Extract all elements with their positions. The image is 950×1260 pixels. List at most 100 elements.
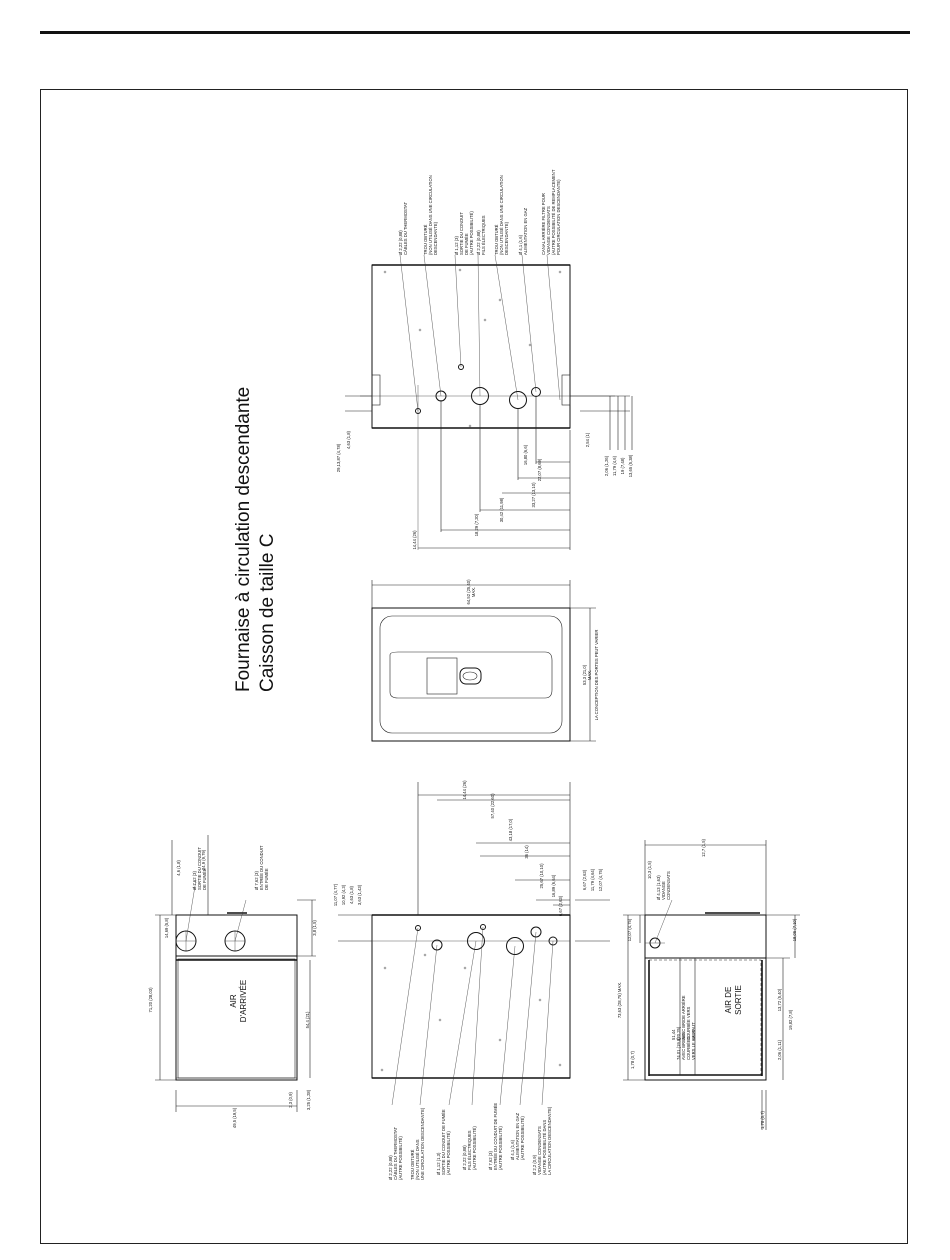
rs-callout-2: TROU OBTURÉ (NON UTILISÉ DANS UNE CIRCUL… xyxy=(410,1107,425,1180)
inlet-dim-height: 71,20 (28,03) xyxy=(148,987,153,1013)
outlet-view: AIR DE SORTIE 73,63 (28,75) MAX. 12,07 (… xyxy=(617,838,800,1130)
outlet-opening xyxy=(648,959,762,1076)
svg-text:FILS ÉLECTRIQUES: FILS ÉLECTRIQUES xyxy=(467,1130,472,1170)
rs-callout-6: Ø 4,1 (1,6) ALIMENTATION EN GAZ (AUTRE P… xyxy=(510,1112,525,1160)
svg-text:SORTIE: SORTIE xyxy=(734,985,743,1015)
svg-text:ALIMENTATION EN GAZ: ALIMENTATION EN GAZ xyxy=(523,207,528,255)
outlet-dim-flange: 1,78 (0,7) xyxy=(760,1110,765,1129)
svg-text:COURBÉES: COURBÉES xyxy=(686,1036,691,1060)
outlet-dim-top-right: 12,7 (1,5) xyxy=(701,838,706,857)
right-side-outline xyxy=(371,914,571,1079)
rs-dim-7: 12,07 (4,75) xyxy=(598,868,603,891)
svg-text:DE FUMÉE: DE FUMÉE xyxy=(202,868,207,890)
ls-callout-1: Ø 2,22 (0,88) CÂBLES DU THERMOSTAT xyxy=(398,202,408,255)
ls-left-2: 4,63 (1,8) xyxy=(346,430,351,449)
rs-left-3: 4,63 (1,8) xyxy=(349,885,354,904)
rs-left-1: 11,07 (4,77) xyxy=(333,883,338,906)
title-block: Fournaise à circulation descendante Cais… xyxy=(233,387,278,692)
svg-text:SORTIE DU CONDUIT DE FUMÉE: SORTIE DU CONDUIT DE FUMÉE xyxy=(441,1109,446,1175)
front-window xyxy=(426,657,458,695)
svg-text:(NON UTILISÉ DANS UNE CIRCULAT: (NON UTILISÉ DANS UNE CIRCULATION xyxy=(499,175,504,255)
svg-text:(NON UTILISÉ DANS UNE CIRCULAT: (NON UTILISÉ DANS UNE CIRCULATION xyxy=(428,175,433,255)
svg-text:FILS ÉLECTRIQUES: FILS ÉLECTRIQUES xyxy=(481,215,486,255)
ls-right-3: 19 (7,48) xyxy=(620,457,625,474)
svg-text:DE FUMÉE: DE FUMÉE xyxy=(464,233,469,255)
svg-text:COURBÉE VERS: COURBÉE VERS xyxy=(686,1007,691,1040)
svg-text:Ø 7,62 (3): Ø 7,62 (3) xyxy=(254,871,259,890)
svg-text:DESCENDANTE): DESCENDANTE) xyxy=(504,221,509,255)
gas-hole xyxy=(530,926,542,938)
svg-text:AVEC BRIDES: AVEC BRIDES xyxy=(681,1032,686,1060)
svg-text:LA CIRCULATION DESCENDANTE): LA CIRCULATION DESCENDANTE) xyxy=(547,1106,552,1175)
front-door-note: LA CONCEPTION DES PORTES PEUT VARIER xyxy=(594,630,599,721)
svg-text:Ø 7,62 (3): Ø 7,62 (3) xyxy=(488,1151,493,1170)
svg-text:Ø 1,12 (1,3): Ø 1,12 (1,3) xyxy=(436,1152,441,1175)
outlet-outline xyxy=(644,914,767,1081)
thermostat-hole xyxy=(415,925,421,931)
ls-callout-4: Ø 2,22 (0,88) FILS ÉLECTRIQUES xyxy=(476,215,486,255)
svg-text:TROU OBTURÉ: TROU OBTURÉ xyxy=(494,224,499,255)
front-panel xyxy=(389,651,553,699)
rs-dim-10: 6,67 (2,63) xyxy=(558,895,563,916)
rs-dim-8: 11,79 (4,64) xyxy=(590,868,595,891)
inlet-view: AIR D'ARRIVÉE 71,20 (28,03) 49,5 (19,5) … xyxy=(148,835,317,1128)
inlet-dim-small-2: 3,25 (1,28) xyxy=(306,1089,311,1110)
ls-dim-4: 33,27 (13,10) xyxy=(531,482,536,508)
rs-dim-6: 16,89 (6,64) xyxy=(551,874,556,897)
inlet-dim-width: 49,5 (19,5) xyxy=(232,1107,237,1128)
svg-text:(AUTRE POSSIBILITÉ DANS: (AUTRE POSSIBILITÉ DANS xyxy=(542,1120,547,1175)
svg-text:ENTRÉE DU CONDUIT: ENTRÉE DU CONDUIT xyxy=(259,845,264,890)
rs-dim-9: 6,67 (2,63) xyxy=(582,869,587,890)
svg-text:AIR: AIR xyxy=(229,994,238,1008)
svg-text:AVEC BRIDE ARRIÈRE: AVEC BRIDE ARRIÈRE xyxy=(681,995,686,1040)
svg-text:CANAL ARRIÈRE FILTRE POUR: CANAL ARRIÈRE FILTRE POUR xyxy=(541,193,546,255)
svg-text:MAX.: MAX. xyxy=(587,670,592,680)
inlet-dim-top-right: 3,8 (1,5) xyxy=(312,920,317,936)
left-side-outline xyxy=(371,264,571,429)
front-outline xyxy=(371,607,571,742)
svg-text:Ø 2,22 (0,88): Ø 2,22 (0,88) xyxy=(476,230,481,255)
inlet-opening xyxy=(177,958,296,1079)
ls-callout-7: CANAL ARRIÈRE FILTRE POUR VIDANGE CONDEN… xyxy=(541,169,561,255)
svg-text:(AUTRE POSSIBILITÉ): (AUTRE POSSIBILITÉ) xyxy=(469,211,474,255)
outlet-dim-height: 73,63 (28,75) MAX. xyxy=(617,982,622,1018)
svg-text:51,44: 51,44 xyxy=(671,1029,676,1040)
svg-text:AIR DE: AIR DE xyxy=(724,987,733,1014)
svg-text:VIDANGE CONDENSATS: VIDANGE CONDENSATS xyxy=(537,1126,542,1175)
rs-callout-1: Ø 2,22 (0,88) CÂBLES DU THERMOSTAT (AUTR… xyxy=(388,1127,403,1180)
svg-text:74,01 (19,8): 74,01 (19,8) xyxy=(676,1037,681,1060)
ls-dim-7: 2,54 (1) xyxy=(585,432,590,447)
svg-text:64,52 (25,40): 64,52 (25,40) xyxy=(466,579,471,605)
rs-left-2: 10,92 (4,3) xyxy=(341,884,346,905)
ls-dim-2: 18,29 (7,20) xyxy=(474,513,479,536)
title-line-1: Fournaise à circulation descendante xyxy=(233,387,254,692)
svg-text:(NON UTILISÉ DANS: (NON UTILISÉ DANS xyxy=(415,1139,420,1180)
rs-callout-4: Ø 2,22 (0,88) FILS ÉLECTRIQUES (AUTRE PO… xyxy=(462,1126,477,1170)
rs-left-4: 3,63 (1,43) xyxy=(357,884,362,905)
svg-text:UNE CIRCULATION DESCENDANTE): UNE CIRCULATION DESCENDANTE) xyxy=(420,1107,425,1180)
outlet-dim-top: 10,3 (1,5) xyxy=(647,860,652,879)
rs-callout-3: Ø 1,12 (1,3) SORTIE DU CONDUIT DE FUMÉE … xyxy=(436,1109,451,1175)
rs-dim-5: 25,67 (10,10) xyxy=(539,863,544,889)
rs-dim-1: 14,44 (26) xyxy=(462,780,467,800)
ls-callout-5: TROU OBTURÉ (NON UTILISÉ DANS UNE CIRCUL… xyxy=(494,175,509,255)
svg-text:DESCENDANTE): DESCENDANTE) xyxy=(433,221,438,255)
svg-text:Ø 4,13 (1,63): Ø 4,13 (1,63) xyxy=(656,875,661,900)
svg-text:DE FUMÉE: DE FUMÉE xyxy=(264,868,269,890)
ls-right-2: 11,79 (4,6) xyxy=(612,455,617,476)
ls-callout-2: TROU OBTURÉ (NON UTILISÉ DANS UNE CIRCUL… xyxy=(423,175,438,255)
outlet-callout-flange-1: 51,44 (20,25) AVEC BRIDE ARRIÈRE COURBÉE… xyxy=(671,995,696,1040)
inlet-dim-top1: 4,6 (1,8) xyxy=(176,860,181,876)
ls-dim-1: 14,44 (26) xyxy=(412,530,417,550)
svg-text:Ø 1,12 (3): Ø 1,12 (3) xyxy=(454,236,459,255)
svg-text:VERS LE HAUT: VERS LE HAUT xyxy=(691,1029,696,1060)
callout-vent-inlet: Ø 7,62 (3) ENTRÉE DU CONDUIT DE FUMÉE xyxy=(254,845,269,890)
inlet-air-label: AIR D'ARRIVÉE xyxy=(229,980,248,1022)
svg-text:LE HAUT: LE HAUT xyxy=(691,1022,696,1040)
right-side-view: 14,44 (26) 57,40 (22,60) 43,18 (17,0) 36… xyxy=(333,780,610,1180)
inlet-dim-small: 2,3 (0,9) xyxy=(288,1092,293,1108)
ls-right-4: 13,65 (5,38) xyxy=(628,454,633,477)
svg-text:Ø 4,1 (1,6): Ø 4,1 (1,6) xyxy=(518,234,523,255)
title-line-2: Caisson de taille C xyxy=(257,534,278,692)
